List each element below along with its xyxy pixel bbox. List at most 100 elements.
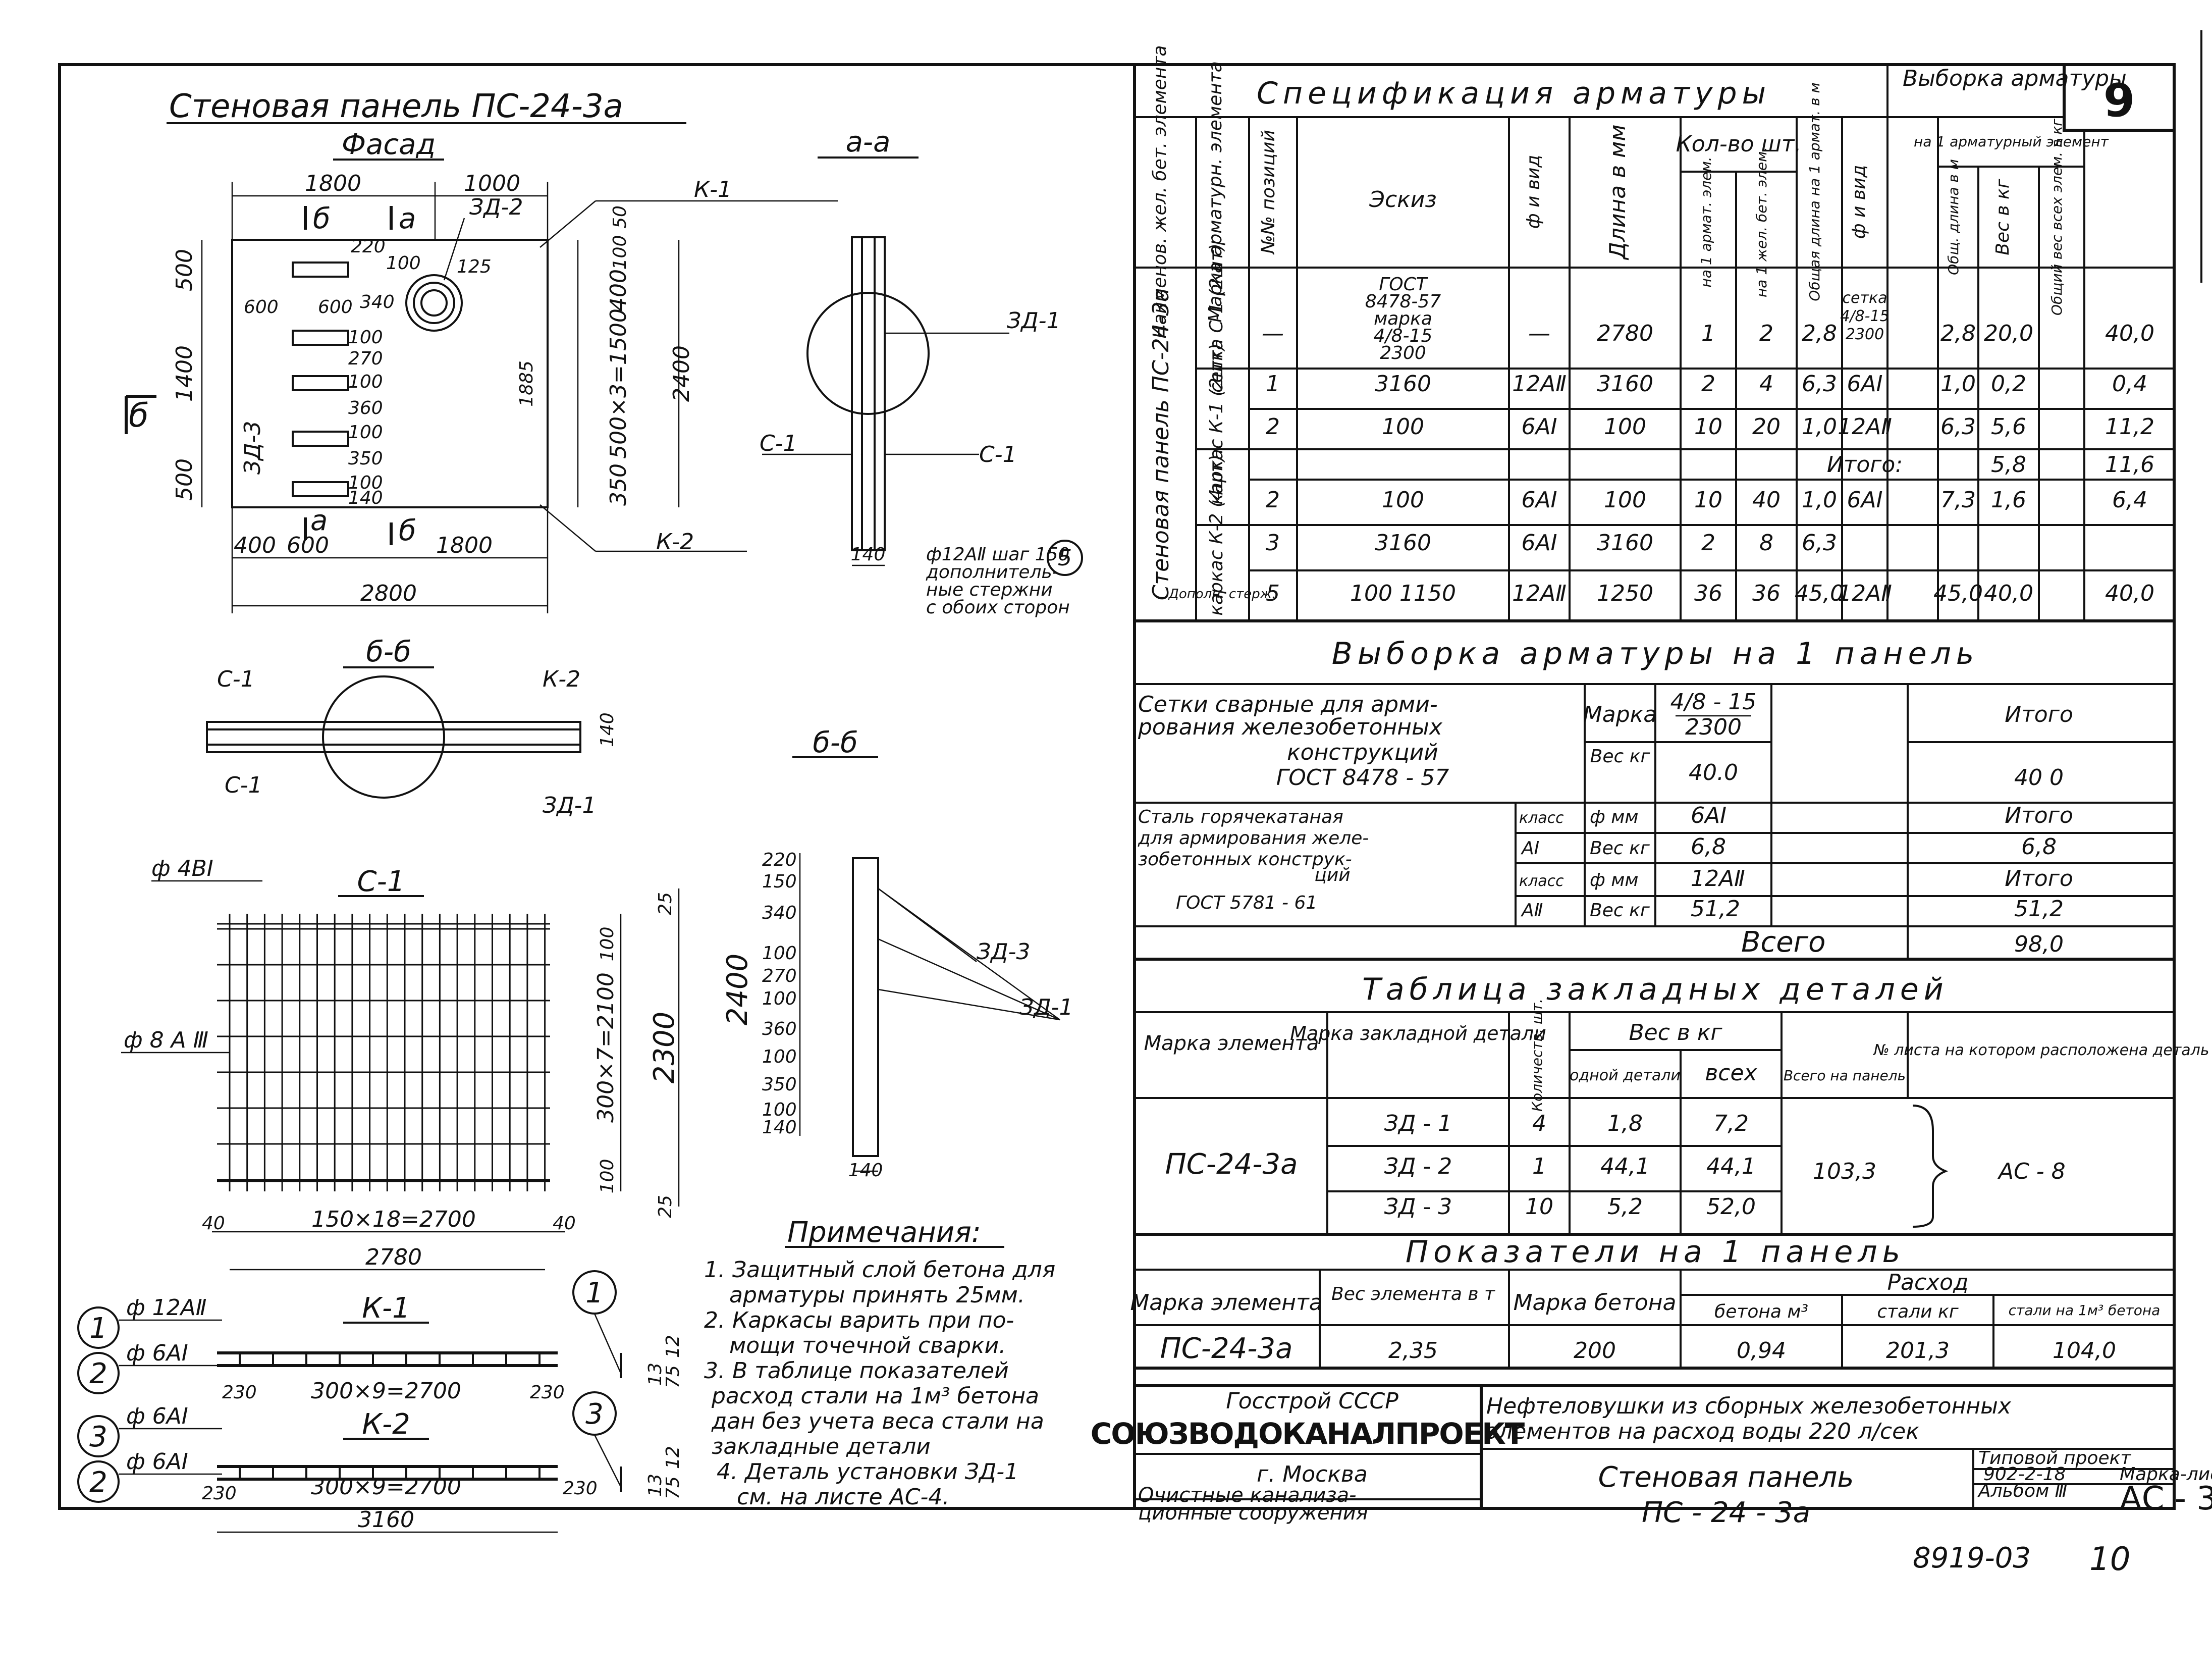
svg-text:Марка элемента: Марка элемента [1144, 1032, 1319, 1055]
svg-text:230: 230 [202, 1483, 237, 1504]
spec-cell-vt: 6,4 [2112, 487, 2147, 513]
facade-label-k1: К-1 [694, 177, 732, 202]
spec-cell-vw: 0,2 [1991, 371, 2026, 397]
svg-text:500: 500 [172, 249, 197, 291]
svg-text:ЗД-1: ЗД-1 [543, 793, 596, 818]
spec-cell-tl: 6,3 [1802, 371, 1837, 397]
spec-cell: 8478-57 [1365, 291, 1441, 312]
facade-dim-top-2: 1000 [464, 171, 520, 196]
spec-cell-vt: 0,4 [2112, 371, 2147, 397]
embedded-cell-all: 52,0 [1706, 1194, 1756, 1220]
embedded-cell-mark: ЗД - 3 [1384, 1194, 1452, 1220]
embedded-cell-qty: 10 [1525, 1194, 1553, 1220]
svg-text:Вес в кг: Вес в кг [1629, 1020, 1722, 1045]
svg-text:100: 100 [762, 943, 797, 964]
svg-text:150×18=2700: 150×18=2700 [311, 1207, 476, 1232]
svg-text:100: 100 [762, 1046, 797, 1067]
svg-text:220: 220 [762, 850, 797, 870]
callout-2b: 2 [89, 1466, 107, 1499]
right-callout-3: 3 [585, 1398, 604, 1431]
embedded-cell-one: 5,2 [1607, 1194, 1643, 1220]
svg-text:100: 100 [386, 253, 421, 274]
svg-text:ПС-24-3а: ПС-24-3а [1165, 1148, 1298, 1181]
svg-text:Марка: Марка [1583, 702, 1657, 727]
svg-text:АС - 8: АС - 8 [1997, 1159, 2066, 1184]
sheet-number: 9 [2103, 74, 2135, 127]
k1-rungs [239, 1353, 541, 1366]
svg-text:АⅠ: АⅠ [1521, 838, 1539, 859]
svg-text:ф 12АⅡ: ф 12АⅡ [126, 1295, 206, 1321]
per-panel-table: Выборка арматуры на 1 панель Сетки сварн… [1135, 636, 2174, 961]
spec-cell-vt: 11,2 [2105, 414, 2154, 440]
svg-text:350: 350 [762, 1074, 797, 1095]
svg-text:40.0: 40.0 [1689, 760, 1738, 786]
svg-text:класс: класс [1519, 809, 1564, 827]
spec-cell-len: 100 [1604, 414, 1646, 440]
notes: Примечания: 1. Защитный слой бетона для … [704, 1216, 1055, 1510]
notes-title: Примечания: [787, 1216, 981, 1249]
svg-text:расход стали на 1м³ бетона: расход стали на 1м³ бетона [711, 1383, 1039, 1409]
spec-cell-vw: 5,6 [1991, 414, 2026, 440]
svg-text:1885: 1885 [516, 360, 537, 407]
facade-label-k2: К-2 [656, 529, 694, 555]
svg-text:500: 500 [172, 458, 197, 501]
spec-title: Спецификация арматуры [1257, 76, 1771, 111]
svg-text:12АⅡ: 12АⅡ [1691, 866, 1745, 892]
spec-cell-vd: 6АⅠ [1847, 371, 1882, 397]
svg-text:С-1: С-1 [760, 431, 797, 456]
svg-text:ЗД-1: ЗД-1 [1007, 308, 1060, 334]
svg-text:40: 40 [553, 1213, 576, 1234]
svg-text:Сталь горячекатаная: Сталь горячекатаная [1138, 807, 1343, 827]
embedded-cell-mark: ЗД - 1 [1384, 1111, 1452, 1136]
svg-text:1800: 1800 [436, 533, 493, 558]
svg-text:Марка элемента: Марка элемента [1130, 1290, 1322, 1316]
svg-text:дополнитель-: дополнитель- [926, 562, 1059, 583]
svg-text:13: 13 [645, 1474, 666, 1497]
embedded-cell-mark: ЗД - 2 [1384, 1154, 1452, 1179]
spec-cell-sketch: 3160 [1375, 371, 1431, 397]
svg-text:Длина в мм: Длина в мм [1605, 124, 1631, 260]
svg-text:одной детали: одной детали [1570, 1067, 1681, 1084]
spec-cell-pos: 2 [1266, 414, 1280, 440]
embedded-cell-all: 44,1 [1706, 1154, 1756, 1179]
spec-cell-vl: 45,0 [1933, 581, 1983, 606]
svg-text:ций: ций [1314, 865, 1350, 885]
svg-text:6АⅠ: 6АⅠ [1691, 803, 1727, 828]
svg-text:902-2-18: 902-2-18 [1983, 1464, 2066, 1485]
svg-text:ф 6АⅠ: ф 6АⅠ [126, 1403, 188, 1429]
svg-text:300×9=2700: 300×9=2700 [311, 1474, 461, 1500]
spec-cell-vw: 1,6 [1991, 487, 2026, 513]
svg-text:75: 75 [663, 1365, 683, 1388]
spec-cell-pos: 3 [1266, 530, 1280, 556]
title-block: Госстрой СССР СОЮЗВОДОКАНАЛПРОЕКТ г. Мос… [1091, 1384, 2212, 1529]
spec-cell-vw: 40,0 [1984, 581, 2033, 606]
svg-text:103,3: 103,3 [1813, 1159, 1876, 1184]
svg-text:2780: 2780 [365, 1244, 422, 1270]
embedded-cell-all: 7,2 [1713, 1111, 1749, 1136]
svg-text:арматуры принять 25мм.: арматуры принять 25мм. [729, 1282, 1025, 1308]
sheet-border [58, 63, 2176, 1510]
svg-text:350: 350 [606, 463, 631, 506]
svg-text:Эскиз: Эскиз [1369, 187, 1436, 213]
svg-text:рования железобетонных: рования железобетонных [1138, 714, 1443, 740]
spec-cell-sketch: 100 [1382, 414, 1424, 440]
svg-text:Дополн. стерж.: Дополн. стерж. [1168, 587, 1276, 602]
svg-text:Итого: Итого [2005, 803, 2073, 828]
spec-cell-q1: 10 [1694, 487, 1722, 513]
frames-k1-k2: К-1 К-2 1 2 3 2 ф 12АⅡ ф 6АⅠ ф 6АⅠ ф 6АⅠ… [77, 1270, 683, 1533]
svg-text:3160: 3160 [358, 1507, 414, 1533]
spec-cell-tl: 1,0 [1802, 414, 1837, 440]
spec-cell-pos: 2 [1266, 487, 1280, 513]
svg-text:ционные сооружения: ционные сооружения [1138, 1501, 1368, 1525]
svg-text:100: 100 [348, 422, 383, 443]
spec-cell-vd: 12АⅡ [1838, 581, 1892, 606]
spec-cell-q1: 36 [1694, 581, 1722, 606]
svg-text:25: 25 [655, 892, 676, 915]
svg-text:ф мм: ф мм [1590, 870, 1639, 891]
svg-text:ные стержни: ные стержни [926, 580, 1053, 600]
svg-text:каркас К-1 (2шт): каркас К-1 (2шт) [1206, 343, 1227, 505]
svg-text:12: 12 [663, 1335, 683, 1358]
spec-cell-sketch: 100 [1382, 487, 1424, 513]
